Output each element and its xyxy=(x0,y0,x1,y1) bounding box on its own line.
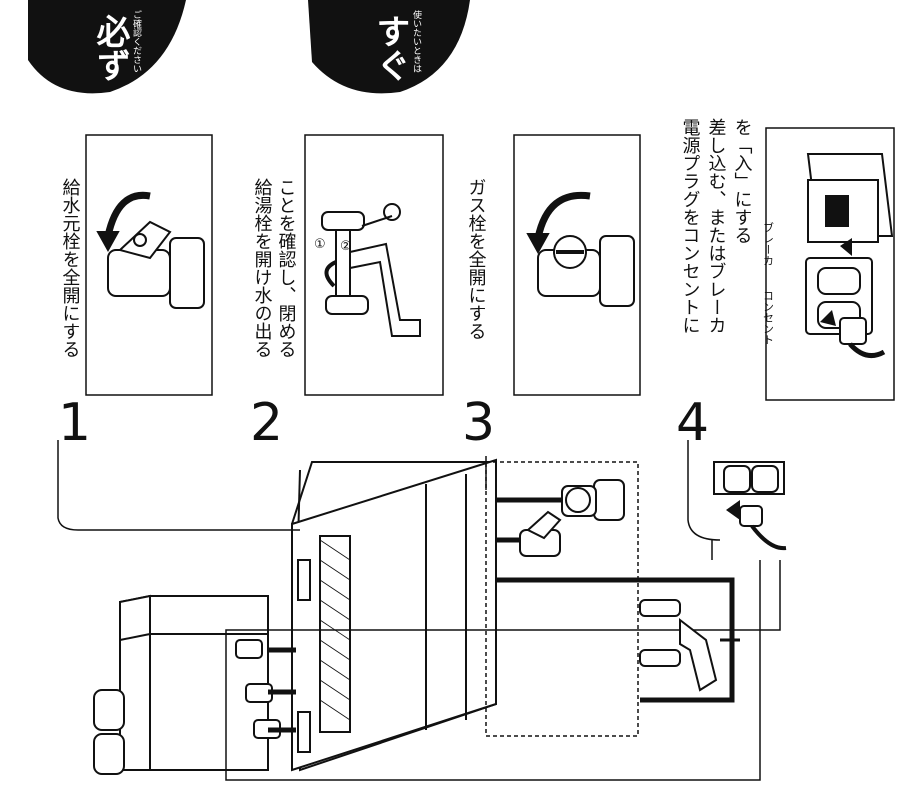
step-4-illustration-frame xyxy=(765,127,895,401)
breaker-illustration xyxy=(806,153,894,243)
piping xyxy=(57,440,781,781)
badge-kanarazu-main: 必ず xyxy=(90,14,130,82)
step-4: 4 電源プラグをコンセントに 差し込む、またはブレーカ を「入」にする コンセン… xyxy=(676,118,895,453)
step-4-text-line2: 差し込む、またはブレーカ xyxy=(706,118,727,334)
step-2-text-line1: 給湯栓を開け水の出る xyxy=(252,178,273,358)
step-3-number: 3 xyxy=(462,393,495,453)
step-4-text-line3: を「入」にする xyxy=(732,118,753,244)
step-1-illustration-frame xyxy=(85,134,213,396)
breaker-arrow xyxy=(840,238,852,256)
step-4-label-outlet: コンセント xyxy=(762,290,775,345)
step-2-marker-2: ② xyxy=(340,239,352,254)
step-2-marker-1: ① xyxy=(314,237,326,252)
step-2: 2 給湯栓を開け水の出る ことを確認し、閉める ① ② xyxy=(250,134,444,453)
auxiliary-unit xyxy=(93,594,281,775)
plug-arrow xyxy=(820,310,836,326)
step-1-number: 1 xyxy=(58,393,91,453)
badge-sugu: すぐ 使いたいときは xyxy=(308,0,470,94)
plug-illustration xyxy=(839,317,886,359)
mixing-faucet-illustration xyxy=(321,203,421,337)
badge-sugu-sub: 使いたいときは xyxy=(411,9,422,73)
step-2-number: 2 xyxy=(250,393,283,453)
step-2-illustration-frame xyxy=(304,134,444,396)
water-heater-assembly xyxy=(290,458,639,772)
step-2-text-line2: ことを確認し、閉める xyxy=(276,178,297,358)
badge-kanarazu-sub: ご確認ください xyxy=(131,9,142,73)
badge-sugu-main: すぐ xyxy=(370,14,410,82)
gas-valve-illustration xyxy=(526,191,635,307)
step-3: 3 ガス栓を全開にする xyxy=(462,134,641,453)
step-4-label-breaker: ブレーカ xyxy=(762,221,775,266)
step-3-illustration-frame xyxy=(513,134,641,396)
step-1: 1 給水元栓を全開にする xyxy=(58,134,213,453)
wall-outlet-lower xyxy=(713,461,787,551)
step-4-text-line1: 電源プラグをコンセントに xyxy=(680,118,701,334)
step-1-text: 給水元栓を全開にする xyxy=(60,178,81,358)
step-3-text: ガス栓を全開にする xyxy=(466,178,487,340)
water-valve-illustration xyxy=(96,191,205,309)
badge-kanarazu: 必ず ご確認ください xyxy=(28,0,186,94)
pipe-valves xyxy=(519,479,718,692)
step-4-number: 4 xyxy=(676,393,709,453)
lower-plug-arrow xyxy=(726,500,740,520)
